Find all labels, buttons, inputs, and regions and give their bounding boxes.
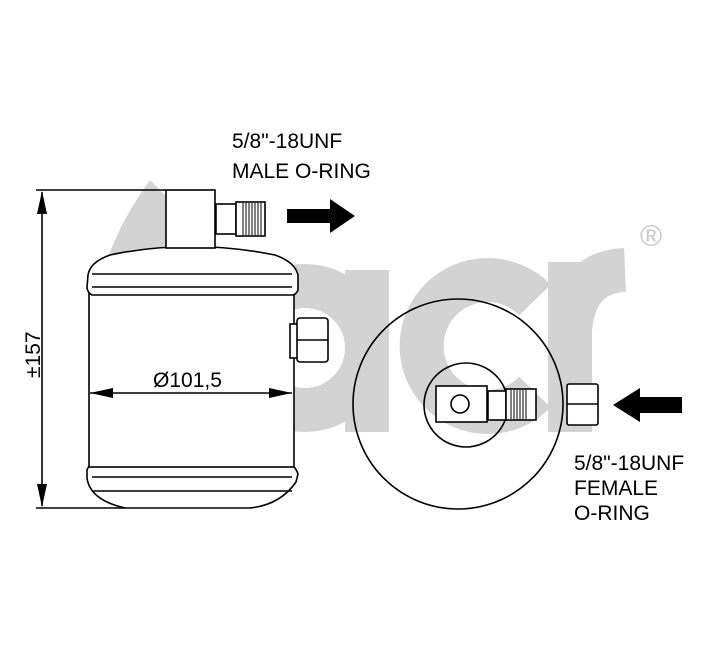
drier-side-view: Ø101,5 — [86, 189, 329, 509]
drier-top-view — [352, 298, 599, 510]
inlet-label-line3: O-RING — [574, 502, 650, 525]
outlet-label-line2: MALE O-RING — [232, 160, 371, 183]
male-thread-fitting — [235, 201, 266, 237]
outlet-label-line1: 5/8"-18UNF — [232, 130, 342, 153]
diameter-label: Ø101,5 — [153, 369, 222, 392]
outlet-arrow-icon — [287, 199, 355, 233]
registered-mark: ® — [640, 220, 662, 253]
inlet-arrow-icon — [613, 388, 682, 422]
height-label: ±157 — [22, 331, 45, 378]
height-dimension: ±157 — [22, 189, 166, 509]
inlet-label-line2: FEMALE — [574, 477, 658, 500]
inlet-label-line1: 5/8"-18UNF — [574, 452, 684, 475]
outlet-block — [165, 189, 216, 249]
